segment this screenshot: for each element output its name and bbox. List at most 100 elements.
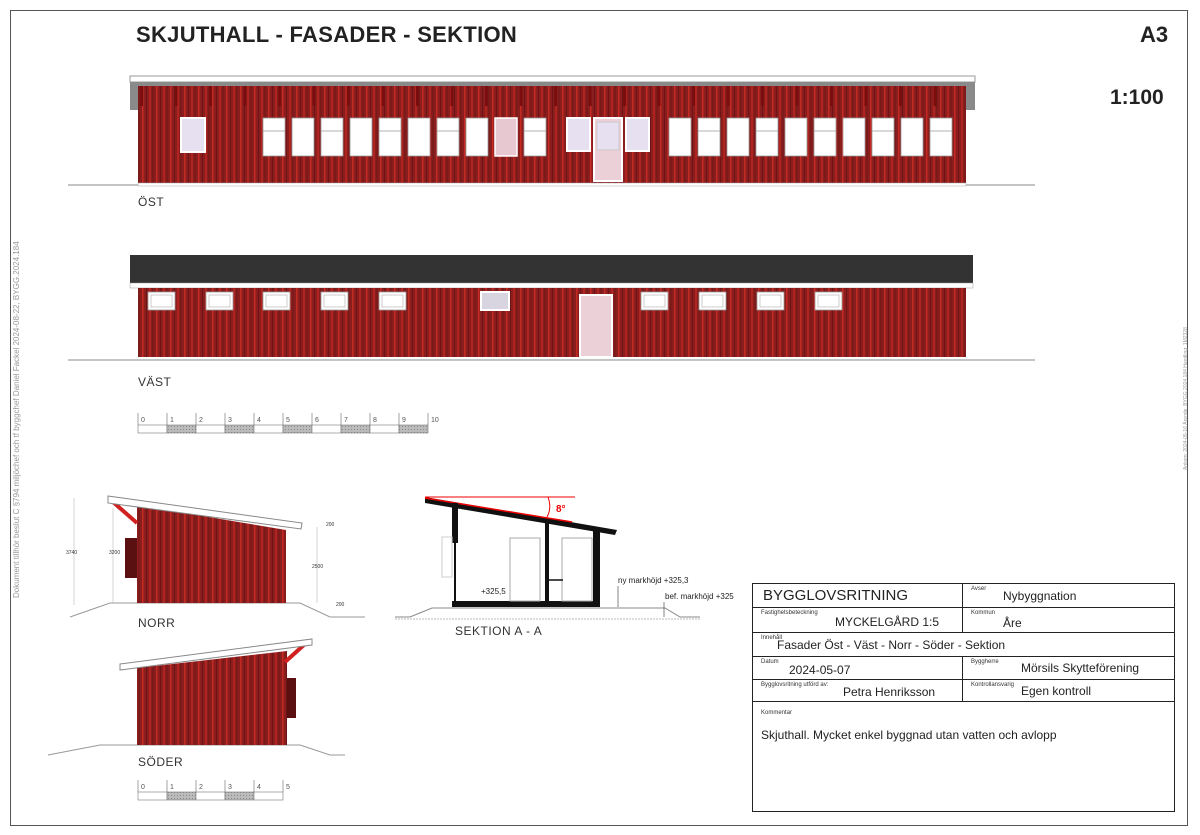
- label-soder: SÖDER: [138, 755, 184, 769]
- window: [698, 291, 727, 311]
- window: [291, 117, 315, 157]
- door: [579, 294, 613, 358]
- scale-label: 5: [286, 417, 290, 424]
- window: [378, 117, 402, 157]
- drawing-scale: 1:100: [1110, 86, 1164, 109]
- kontroll-label: Kontrollansvarig: [971, 682, 1015, 688]
- window: [900, 117, 924, 157]
- scale-segment: [340, 424, 371, 434]
- rafter-end: [795, 86, 799, 106]
- window-frame: [265, 294, 288, 308]
- window: [755, 117, 779, 157]
- rafter-end: [347, 86, 350, 106]
- new-ground-label: ny markhöjd +325,3: [618, 576, 689, 585]
- window: [756, 291, 785, 311]
- scale-segment: [282, 424, 313, 434]
- window: [668, 117, 692, 157]
- rafter-end: [140, 86, 143, 106]
- window: [180, 117, 206, 153]
- scale-segment: [311, 424, 342, 434]
- window-frame: [150, 294, 173, 308]
- label-norr: NORR: [138, 616, 176, 630]
- window: [262, 291, 291, 311]
- scale-label: 10: [431, 417, 439, 424]
- dim-plinth: 200: [336, 602, 345, 608]
- existing-ground-label: bef. markhöjd +325: [665, 592, 734, 601]
- scale-label: 3: [228, 417, 232, 424]
- kommentar-label: Kommentar: [761, 710, 793, 716]
- window-frame: [208, 294, 231, 308]
- window: [640, 291, 669, 311]
- window-frame: [643, 294, 666, 308]
- label-sektion: SEKTION A - A: [455, 624, 543, 638]
- scale-label: 8: [373, 417, 377, 424]
- rafter-end: [416, 86, 419, 106]
- rafter-end: [761, 86, 764, 106]
- byggherre-label: Byggherre: [971, 659, 999, 665]
- dim-eave: 200: [326, 522, 335, 528]
- scale-label: 7: [344, 417, 348, 424]
- rafter-end: [692, 86, 695, 106]
- avser-label: Avser: [971, 586, 987, 592]
- section-a-a: 8° +325,5 ny markhöjd +325,3 bef. markhö…: [395, 496, 734, 620]
- scale-label: 0: [141, 784, 145, 791]
- window-frame: [817, 294, 840, 308]
- window: [784, 117, 808, 157]
- window: [465, 117, 489, 157]
- label-vast: VÄST: [138, 375, 172, 389]
- scale-label: 4: [257, 417, 261, 424]
- rafter-end: [174, 86, 178, 106]
- rafter-end: [485, 86, 488, 106]
- paper-size: A3: [1140, 22, 1169, 47]
- elevation-vast: [68, 255, 1035, 361]
- kommun-value: Åre: [1003, 616, 1022, 630]
- scale-segment: [224, 791, 255, 801]
- rafter-end: [830, 86, 833, 106]
- rafter-end: [243, 86, 247, 106]
- door-glass: [596, 121, 620, 151]
- label-ost: ÖST: [138, 195, 165, 209]
- scale-segment: [137, 424, 168, 434]
- window: [407, 117, 431, 157]
- scale-segment: [253, 424, 284, 434]
- floor-level-label: +325,5: [481, 587, 506, 596]
- utford-label: Bygglovsritning utförd av:: [761, 682, 829, 688]
- window: [205, 291, 234, 311]
- scale-segment: [195, 424, 226, 434]
- rafter-end: [623, 86, 626, 106]
- window: [813, 117, 837, 157]
- rafter-end: [588, 86, 592, 106]
- window: [625, 117, 650, 152]
- scale-segment: [137, 791, 168, 801]
- dim-low-wall: 2500: [312, 564, 323, 570]
- window: [436, 117, 460, 157]
- window: [262, 117, 286, 157]
- utford-value: Petra Henriksson: [843, 685, 936, 699]
- ost-windows: [140, 86, 953, 182]
- vast-windows: [147, 291, 843, 358]
- rafter-end: [312, 86, 316, 106]
- rafter-end: [864, 86, 868, 106]
- kommun-label: Kommun: [971, 610, 996, 616]
- scale-label: 9: [402, 417, 406, 424]
- scale-label: 2: [199, 417, 203, 424]
- sheet-title: SKJUTHALL - FASADER - SEKTION: [136, 22, 518, 47]
- window-frame: [701, 294, 724, 308]
- scale-segment: [195, 791, 226, 801]
- elevation-soder: [47, 638, 345, 756]
- innehall-value: Fasader Öst - Väst - Norr - Söder - Sekt…: [777, 638, 1006, 652]
- rafter-end: [726, 86, 730, 106]
- window: [349, 117, 373, 157]
- window: [494, 117, 518, 157]
- kontroll-value: Egen kontroll: [1021, 684, 1092, 698]
- window-frame: [759, 294, 782, 308]
- window-frame: [381, 294, 404, 308]
- rafter-end: [381, 86, 385, 106]
- scale-segment: [369, 424, 400, 434]
- window: [871, 117, 895, 157]
- rafter-end: [933, 86, 937, 106]
